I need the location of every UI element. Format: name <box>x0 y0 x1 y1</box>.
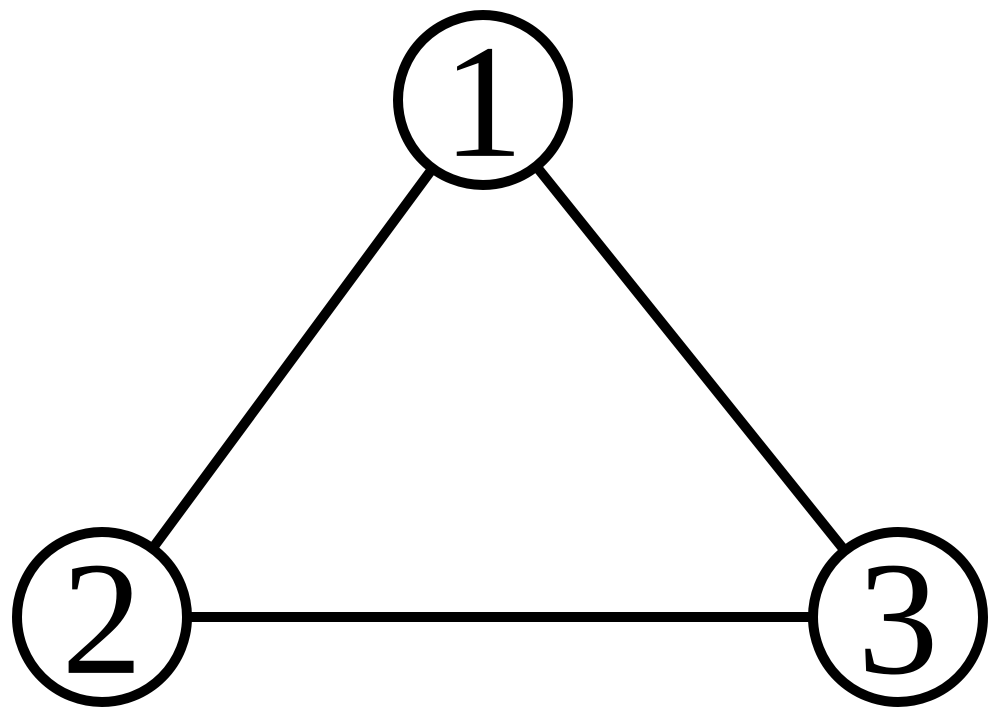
graph-node-2: 2 <box>12 527 192 709</box>
graph-edge-1-3 <box>479 96 902 621</box>
graph-node-3: 3 <box>808 527 988 709</box>
graph-node-label-2: 2 <box>62 530 143 709</box>
graph-node-circle-1 <box>393 10 573 190</box>
graph-node-circle-3 <box>808 527 988 707</box>
graph-node-label-3: 3 <box>858 530 939 709</box>
graph-edge-1-2 <box>97 97 488 620</box>
graph-node-circle-2 <box>12 527 192 707</box>
graph-node-1: 1 <box>393 10 573 192</box>
graph-node-label-1: 1 <box>443 13 524 192</box>
